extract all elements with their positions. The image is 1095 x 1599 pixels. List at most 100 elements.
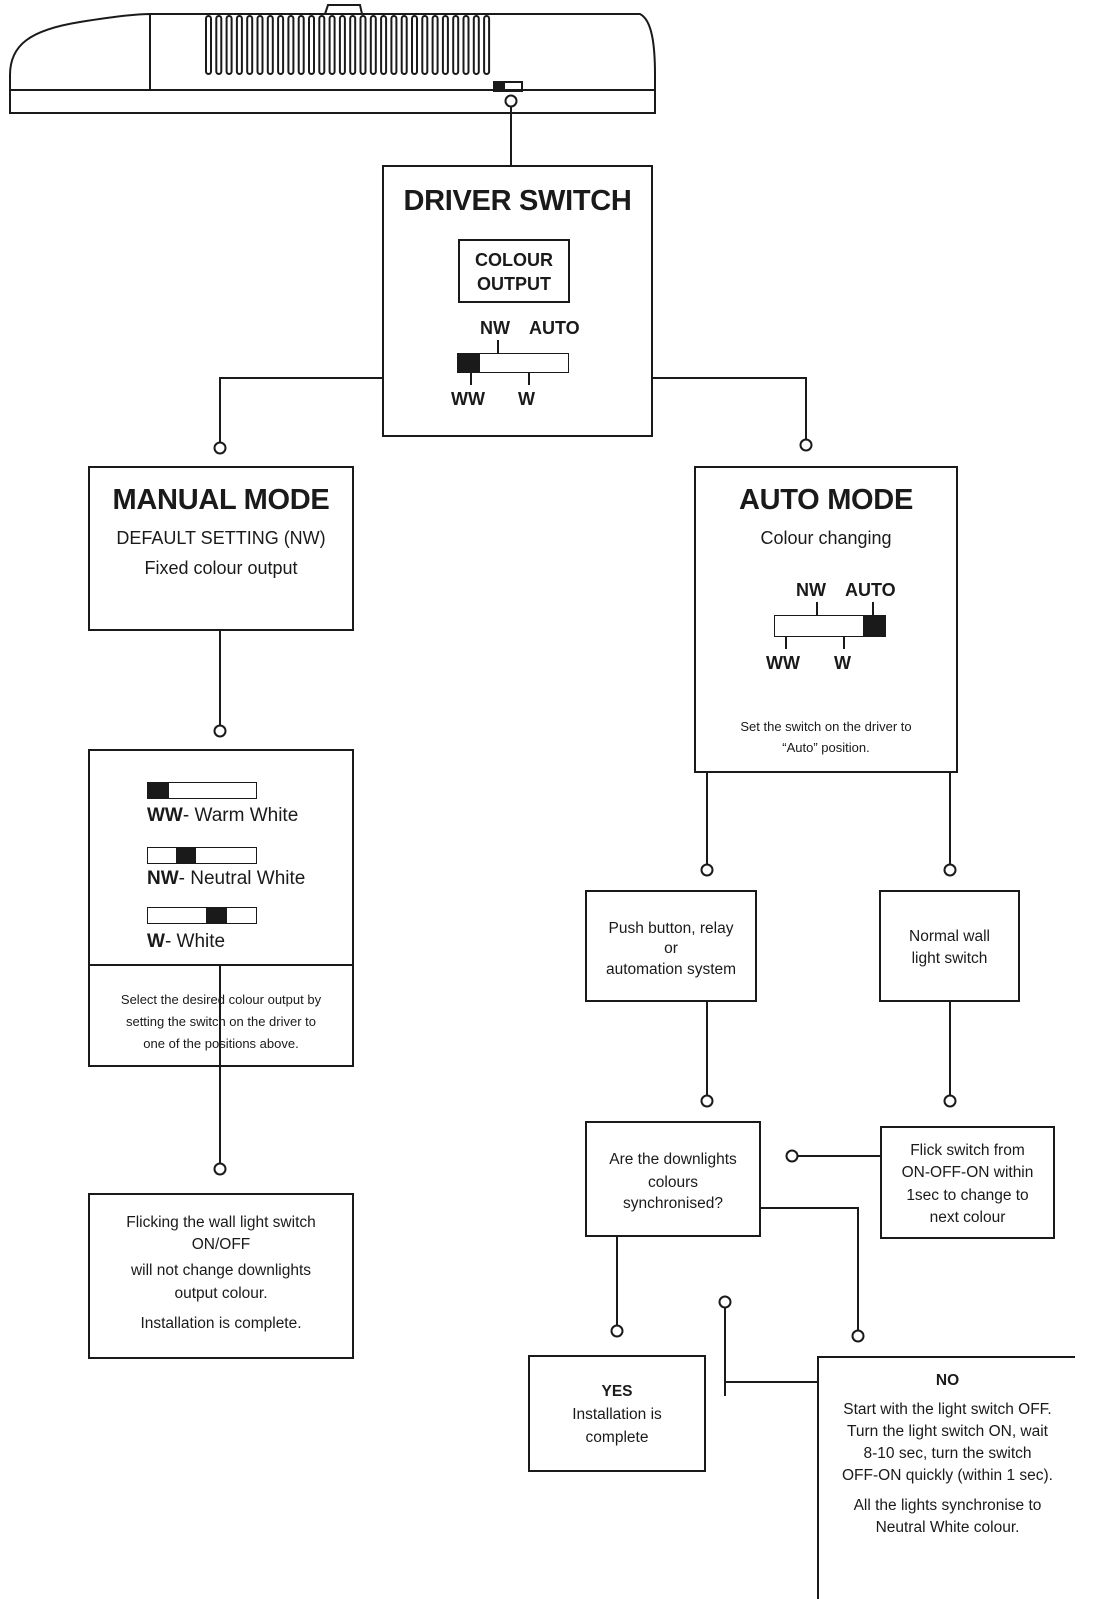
sync-question-line2: colours xyxy=(648,1174,698,1191)
driver-slide-switch xyxy=(457,353,569,373)
no-line3: 8-10 sec, turn the switch xyxy=(863,1445,1032,1462)
wall-switch-line2: light switch xyxy=(911,950,988,967)
vent-slot xyxy=(462,15,470,75)
option-w-desc: - White xyxy=(164,931,226,952)
driver-tick-ww xyxy=(470,373,472,385)
option-ww-code: WW xyxy=(147,805,183,826)
flick-switch-line2: ON-OFF-ON within xyxy=(901,1164,1034,1181)
yes-title: YES xyxy=(601,1383,633,1400)
manual-mode-box: MANUAL MODE DEFAULT SETTING (NW) Fixed c… xyxy=(88,466,354,631)
no-line1: Start with the light switch OFF. xyxy=(843,1401,1052,1418)
option-w-label: W- White xyxy=(147,931,225,953)
auto-instruction-line1: Set the switch on the driver to xyxy=(740,719,912,734)
auto-slide-switch xyxy=(774,615,886,637)
vent-slot xyxy=(277,15,285,75)
vent-slot xyxy=(431,15,439,75)
manual-instruction-line2: setting the switch on the driver to xyxy=(125,1014,317,1029)
vent-slot xyxy=(287,15,295,75)
yes-line2: complete xyxy=(585,1429,649,1446)
vent-slot xyxy=(400,15,408,75)
manual-result-line2: ON/OFF xyxy=(191,1236,251,1253)
option-w-knob xyxy=(206,908,227,923)
vent-slot xyxy=(390,15,398,75)
sync-question-box: Are the downlights colours synchronised? xyxy=(585,1121,761,1237)
vent-slot xyxy=(246,15,254,75)
sync-question-line1: Are the downlights xyxy=(609,1151,737,1168)
manual-result-line4: output colour. xyxy=(174,1285,268,1302)
no-line5: All the lights synchronise to xyxy=(853,1497,1042,1514)
auto-mode-title: AUTO MODE xyxy=(739,484,913,516)
vent-slot xyxy=(441,15,449,75)
manual-mode-subtitle: DEFAULT SETTING (NW) xyxy=(116,528,326,548)
option-w-code: W xyxy=(147,931,165,952)
auto-tick-nw xyxy=(816,602,818,615)
vent-slot xyxy=(205,15,212,75)
manual-result-line1: Flicking the wall light switch xyxy=(126,1214,316,1231)
vent-slot xyxy=(308,15,315,75)
option-nw-desc: - Neutral White xyxy=(178,868,306,889)
auto-tick-auto xyxy=(872,602,874,615)
option-w-switch xyxy=(147,907,257,924)
driver-label-w: W xyxy=(518,389,535,409)
driver-device-illustration xyxy=(9,4,656,114)
auto-label-w: W xyxy=(834,653,851,673)
no-box: NO Start with the light switch OFF. Turn… xyxy=(820,1359,1075,1599)
vent-slot xyxy=(369,15,377,75)
option-nw-knob xyxy=(176,848,196,863)
auto-tick-w xyxy=(843,637,845,649)
manual-options-box: WW- Warm White NW- Neutral White W- Whit… xyxy=(88,749,354,966)
flick-switch-box: Flick switch from ON-OFF-ON within 1sec … xyxy=(880,1126,1055,1239)
push-button-line2: or xyxy=(664,940,678,957)
vent-slot xyxy=(483,15,491,75)
flick-switch-line4: next colour xyxy=(929,1209,1006,1226)
yes-box: YES Installation is complete xyxy=(528,1355,706,1472)
driver-label-ww: WW xyxy=(451,389,485,409)
auto-instruction-line2: “Auto” position. xyxy=(782,740,870,755)
colour-output-line2: OUTPUT xyxy=(477,274,551,294)
vent-slot xyxy=(472,15,480,75)
vent-slot xyxy=(452,15,460,75)
manual-result-line5: Installation is complete. xyxy=(140,1315,302,1332)
auto-label-auto: AUTO xyxy=(845,580,896,600)
no-line4: OFF-ON quickly (within 1 sec). xyxy=(841,1467,1053,1484)
option-ww-desc: - Warm White xyxy=(182,805,299,826)
manual-instruction-line1: Select the desired colour output by xyxy=(120,992,322,1007)
vent-slot xyxy=(235,15,243,75)
wall-switch-line1: Normal wall xyxy=(909,928,990,945)
flick-switch-line3: 1sec to change to xyxy=(906,1187,1029,1204)
driver-label-nw: NW xyxy=(480,318,510,338)
manual-instruction: Select the desired colour output by sett… xyxy=(88,990,354,1053)
no-title: NO xyxy=(935,1372,960,1389)
option-nw-label: NW- Neutral White xyxy=(147,868,305,890)
manual-instruction-line3: one of the positions above. xyxy=(143,1036,299,1051)
auto-switch-knob xyxy=(863,616,885,636)
flick-switch-line1: Flick switch from xyxy=(910,1142,1025,1159)
driver-switch-title: DRIVER SWITCH xyxy=(403,185,632,217)
manual-result-line3: will not change downlights xyxy=(130,1262,312,1279)
driver-tick-nw xyxy=(497,340,499,353)
no-line2: Turn the light switch ON, wait xyxy=(847,1423,1048,1440)
vent-slot xyxy=(380,15,388,75)
vent-slot xyxy=(266,15,274,75)
vent-slot xyxy=(338,15,346,75)
auto-tick-ww xyxy=(785,637,787,649)
yes-line1: Installation is xyxy=(572,1406,662,1423)
colour-output-line1: COLOUR xyxy=(475,250,553,270)
auto-mode-subtitle: Colour changing xyxy=(760,528,892,548)
vent-slot xyxy=(421,15,429,75)
driver-switch-box: DRIVER SWITCH COLOUR OUTPUT NW AUTO WW W xyxy=(382,165,653,437)
auto-mode-box: AUTO MODE Colour changing NW AUTO WW W S… xyxy=(694,466,958,773)
option-nw-switch xyxy=(147,847,257,864)
manual-result-box: Flicking the wall light switch ON/OFF wi… xyxy=(88,1193,354,1359)
no-line6: Neutral White colour. xyxy=(875,1519,1020,1536)
vent-slot xyxy=(215,15,223,75)
option-ww-knob xyxy=(148,783,169,798)
option-ww-label: WW- Warm White xyxy=(147,805,298,827)
push-button-line3: automation system xyxy=(605,961,737,978)
option-ww-switch xyxy=(147,782,257,799)
manual-mode-description: Fixed colour output xyxy=(144,558,298,578)
driver-switch-knob xyxy=(458,354,480,372)
option-nw-code: NW xyxy=(147,868,179,889)
vent-slot xyxy=(225,15,233,75)
